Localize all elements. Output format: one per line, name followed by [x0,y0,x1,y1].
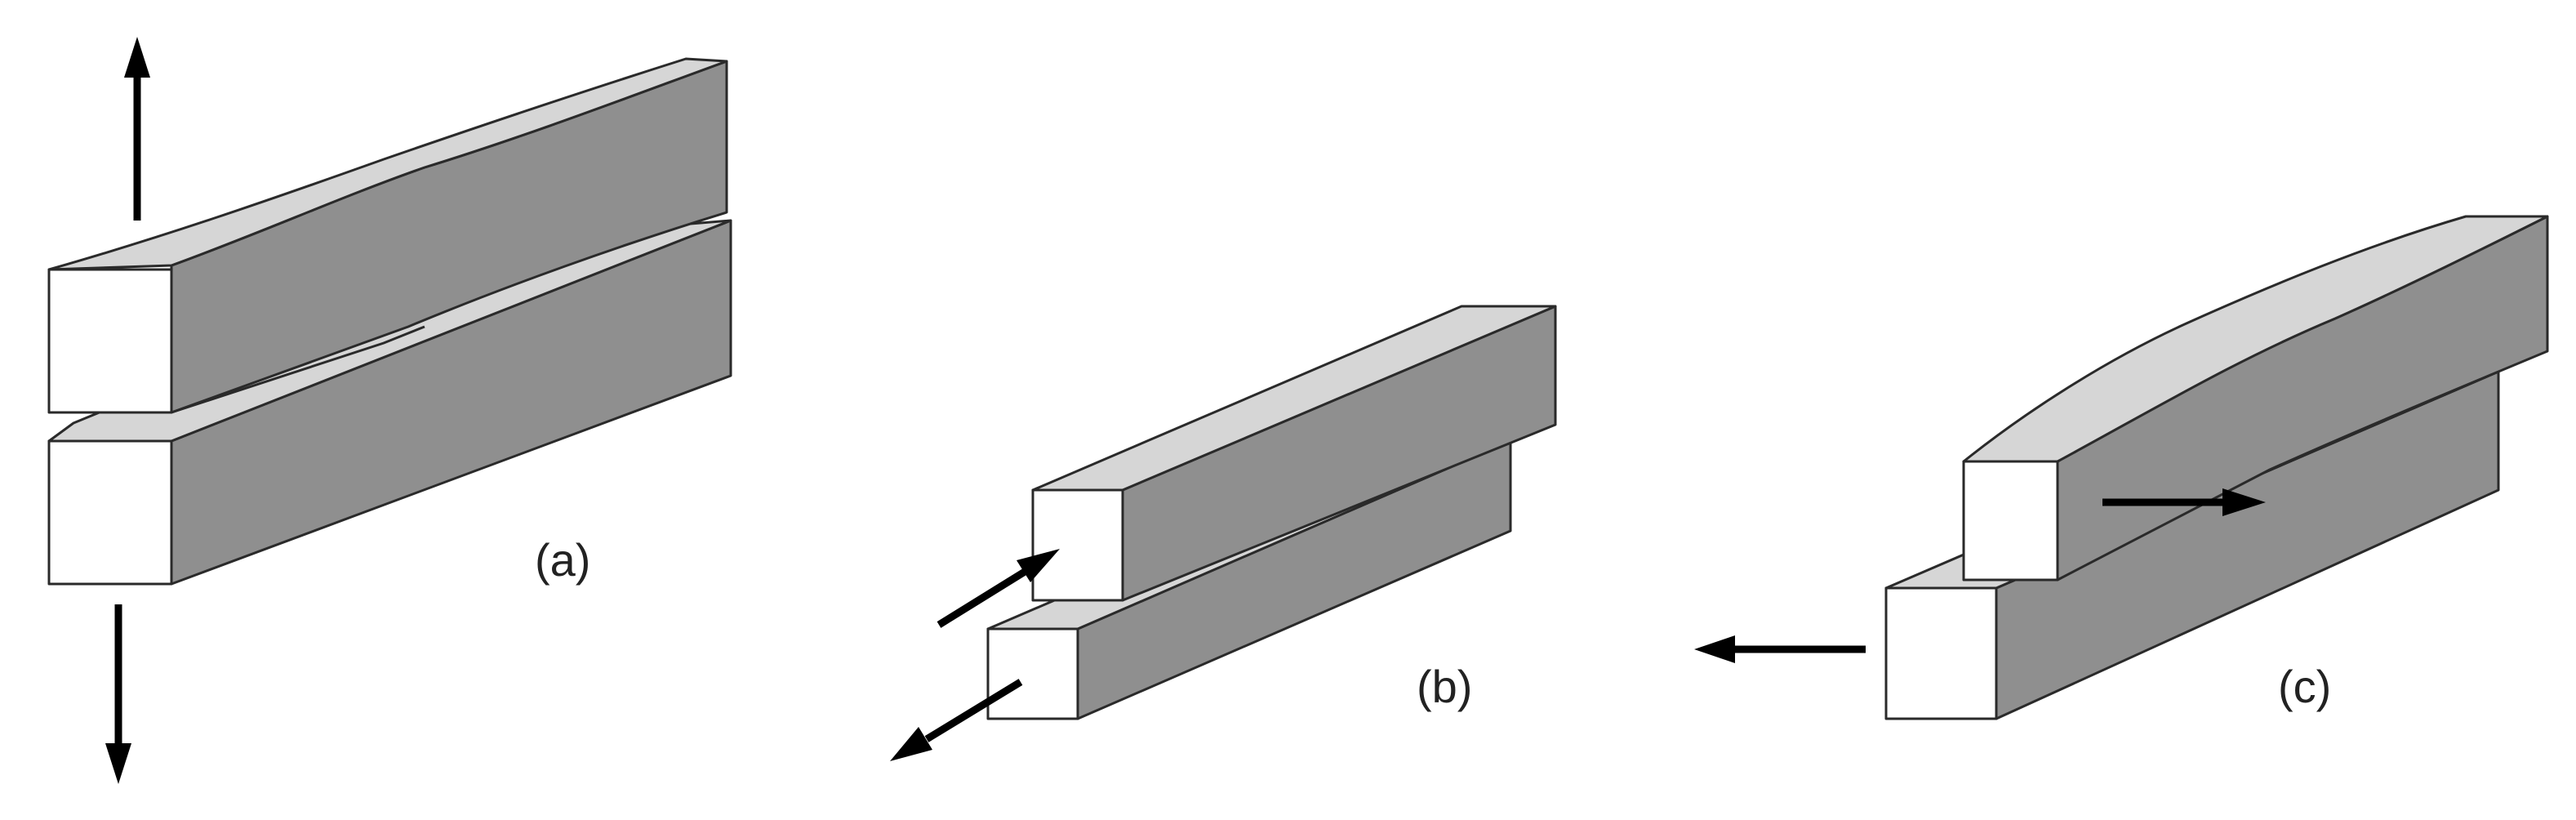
panel-c-tearing-mode: (c) [1694,215,2549,720]
panel-c-rightward-arrow [2102,488,2266,516]
panel-a-downward-arrow [105,604,131,784]
panel-b-upper-beam [1031,305,1557,602]
panel-b-inward-arrow [937,549,1060,628]
panel-c-upper-front-face [1962,460,2059,582]
panel-a-upward-arrow [124,37,150,221]
panel-c-upper-top-face [1962,215,2549,463]
panel-a-lower-front-face [47,439,173,586]
panel-c-leftward-arrow [1694,635,1866,663]
panel-b-upper-front-face [1031,488,1124,602]
panel-c-label: (c) [2278,661,2331,712]
panel-c-lower-front-face [1884,586,1998,720]
panel-b-lower-front-face [986,627,1079,720]
panel-a-upper-front-face [47,268,173,414]
panel-a-label: (a) [535,534,590,586]
panel-c-upper-beam [1962,215,2549,582]
panel-a-opening-mode: (a) [47,37,732,784]
panel-b-outward-arrow [890,679,1023,761]
panel-b-label: (b) [1417,661,1472,712]
panel-a-crack-line [171,325,425,414]
panel-b-sliding-mode: (b) [890,305,1557,761]
panel-a-upper-beam [47,57,728,414]
panel-a-upper-top-face [47,57,728,271]
